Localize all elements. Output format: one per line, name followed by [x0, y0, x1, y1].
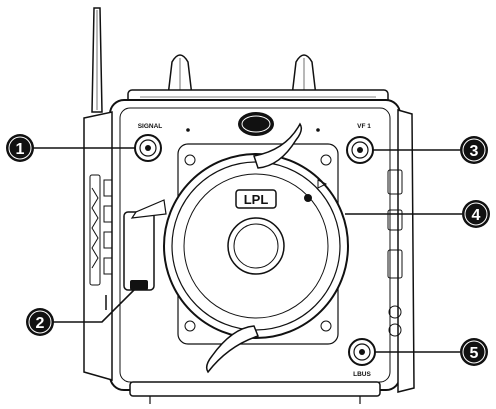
vf1-label: VF 1: [357, 123, 371, 130]
callout-4: 4: [462, 200, 490, 228]
vf1-connector: [346, 136, 374, 164]
callout-5-number: 5: [470, 345, 479, 362]
antenna-left: [91, 7, 103, 113]
left-connector: [123, 211, 155, 291]
antenna-top-right: [291, 54, 317, 97]
mount-badge: LPL: [235, 189, 277, 209]
signal-connector: [134, 134, 162, 162]
left-side-panel: [83, 111, 113, 381]
callout-2: 2: [26, 308, 54, 336]
leader-lines: [32, 147, 462, 353]
callout-5: 5: [460, 338, 488, 366]
callout-1: 1: [6, 134, 34, 162]
callout-1-number: 1: [16, 141, 25, 158]
callout-2-number: 2: [36, 315, 45, 332]
lbus-label: LBUS: [353, 371, 371, 378]
lens-mount: [130, 122, 349, 374]
mount-label: LPL: [244, 192, 269, 207]
callout-3: 3: [460, 136, 488, 164]
brand-logo-badge: [238, 112, 274, 136]
signal-label: SIGNAL: [138, 123, 163, 130]
lbus-connector: [348, 338, 376, 366]
right-side-panel: [387, 109, 415, 393]
callout-3-number: 3: [470, 143, 479, 160]
callout-4-number: 4: [472, 207, 481, 224]
